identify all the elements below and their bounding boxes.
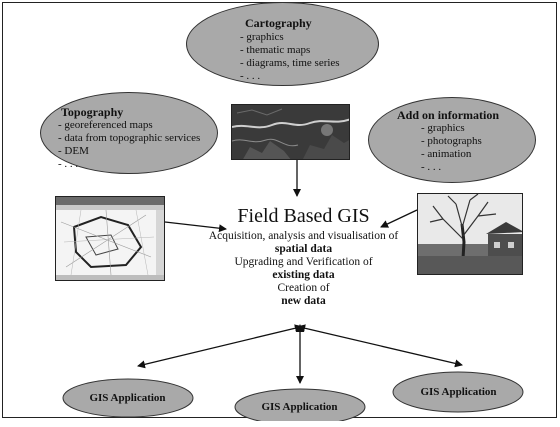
list-item: - DEM (58, 145, 200, 158)
center-line: Acquisition, analysis and visualisation … (196, 230, 411, 243)
list-item: - . . . (240, 70, 340, 83)
center-line: Creation of (196, 282, 411, 295)
center-line: existing data (196, 269, 411, 282)
list-item: - graphics (421, 122, 482, 135)
list-item: - animation (421, 148, 482, 161)
gis-application-center: GIS Application (234, 387, 365, 427)
list-item: - graphics (240, 31, 340, 44)
list-item: - thematic maps (240, 44, 340, 57)
center-line: new data (196, 295, 411, 308)
list-item: - photographs (421, 135, 482, 148)
list-item: - . . . (421, 161, 482, 174)
list-item: - georeferenced maps (58, 119, 200, 132)
center-line: Upgrading and Verification of (196, 256, 411, 269)
list-item: - data from topographic services (58, 132, 200, 145)
gis-application-left: GIS Application (62, 378, 193, 418)
center-line: spatial data (196, 243, 411, 256)
center-description: Acquisition, analysis and visualisation … (196, 230, 411, 308)
center-title: Field Based GIS (196, 204, 411, 228)
addon-node: Add on information - graphics- photograp… (368, 97, 536, 183)
topography-list: - georeferenced maps- data from topograp… (58, 119, 200, 171)
list-item: - . . . (58, 158, 200, 171)
thematic-map-image (231, 104, 350, 160)
topography-title: Topography (61, 105, 123, 120)
gis-screenshot-image (55, 196, 165, 281)
gis-application-right: GIS Application (393, 372, 524, 412)
addon-title: Add on information (397, 108, 499, 123)
cartography-list: - graphics- thematic maps- diagrams, tim… (240, 31, 340, 83)
tree-photograph-image (417, 193, 523, 275)
topography-node: Topography - georeferenced maps- data fr… (40, 92, 218, 174)
list-item: - diagrams, time series (240, 57, 340, 70)
cartography-title: Cartography (245, 16, 312, 31)
addon-list: - graphics- photographs- animation- . . … (421, 122, 482, 174)
field-based-gis-center: Field Based GIS Acquisition, analysis an… (196, 204, 411, 308)
cartography-node: Cartography - graphics- thematic maps- d… (186, 2, 379, 86)
